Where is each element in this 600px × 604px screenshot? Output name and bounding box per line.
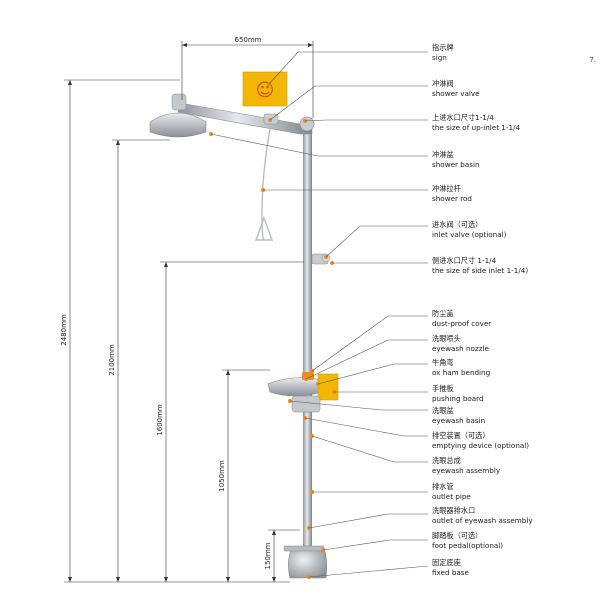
- eyewash-basin: [267, 377, 323, 397]
- label-en: shower basin: [432, 159, 480, 169]
- corner-mark: 7.: [589, 56, 596, 64]
- label-en: eyewash basin: [432, 415, 486, 425]
- label-en: eyewash nozzle: [432, 343, 489, 353]
- label-cn: 手推板: [432, 384, 454, 393]
- dim-base-height: 150mm: [264, 542, 272, 569]
- label-en: sign: [432, 52, 447, 62]
- main-pipe: [303, 118, 312, 548]
- label-cn: 指示牌: [432, 43, 454, 52]
- top-elbow: [299, 116, 315, 132]
- eyewash-pushing-board: [317, 373, 339, 401]
- leader-lines: [210, 51, 429, 578]
- label-cn: 防尘盖: [432, 309, 454, 318]
- label-en: foot pedal(optional): [432, 540, 504, 550]
- dim-total-height: 2480mm: [60, 314, 68, 346]
- label-cn: 洗眼喷头: [432, 334, 461, 343]
- dim-inlet-height: 1600mm: [156, 404, 164, 436]
- pull-rod-loop: [255, 215, 273, 241]
- label-cn: 固定底座: [432, 558, 461, 567]
- label-cn: 冲淋拉杆: [432, 184, 461, 193]
- label-en: the size of side inlet 1-1/4): [432, 265, 529, 275]
- label-emptying-device: 排空装置（可选）emptying device (optional): [432, 431, 529, 450]
- label-en: ox ham bending: [432, 367, 491, 377]
- label-cn: 洗眼器排水口: [432, 506, 476, 515]
- sign-glyph: ☺: [256, 80, 275, 101]
- label-en: shower valve: [432, 88, 480, 98]
- label-cn: 洗眼盆: [432, 406, 454, 415]
- label-en: outlet of eyewash assembly: [432, 515, 533, 525]
- dimension-lines: [64, 41, 314, 583]
- label-en: shower rod: [432, 193, 472, 203]
- label-en: dust-proof cover: [432, 318, 492, 328]
- label-en: inlet valve (optional): [432, 229, 507, 239]
- label-en: fixed base: [432, 567, 469, 577]
- shower-pull-rod: [261, 123, 272, 241]
- label-cn: 冲淋阀: [432, 79, 454, 88]
- label-en: pushing board: [432, 393, 484, 403]
- shower-head: [149, 112, 207, 138]
- label-foot-pedal: 脚踏板（可选）foot pedal(optional): [432, 531, 503, 550]
- label-cn: 排水管: [432, 482, 454, 491]
- label-inlet-valve: 进水阀（可选）inlet valve (optional): [432, 220, 506, 239]
- fixed-base: [288, 547, 327, 579]
- label-cn: 牛角弯: [432, 358, 454, 367]
- label-en: outlet pipe: [432, 491, 471, 501]
- label-cn: 上进水口尺寸1-1/4: [432, 113, 494, 122]
- shower-head-neck: [171, 93, 187, 111]
- label-en: emptying device (optional): [432, 440, 530, 450]
- dim-basin-height: 1050mm: [218, 460, 226, 492]
- dimension-arrows: [68, 43, 313, 582]
- label-cn: 冲淋盆: [432, 150, 454, 159]
- label-cn: 脚踏板（可选）: [432, 531, 483, 540]
- label-cn: 排空装置（可选）: [432, 431, 490, 440]
- sign-plate: [242, 71, 288, 107]
- label-cn: 洗眼总成: [432, 456, 461, 465]
- label-en: eyewash assembly: [432, 465, 501, 475]
- label-en: the size of up-inlet 1-1/4: [432, 122, 521, 132]
- foot-pedal: [283, 545, 325, 552]
- label-cn: 侧进水口尺寸 1-1/4: [432, 256, 497, 265]
- dim-width: 650mm: [235, 36, 262, 44]
- eyewash-valve-body: [291, 395, 321, 413]
- dim-shower-height: 2100mm: [108, 344, 116, 376]
- label-cn: 进水阀（可选）: [432, 220, 483, 229]
